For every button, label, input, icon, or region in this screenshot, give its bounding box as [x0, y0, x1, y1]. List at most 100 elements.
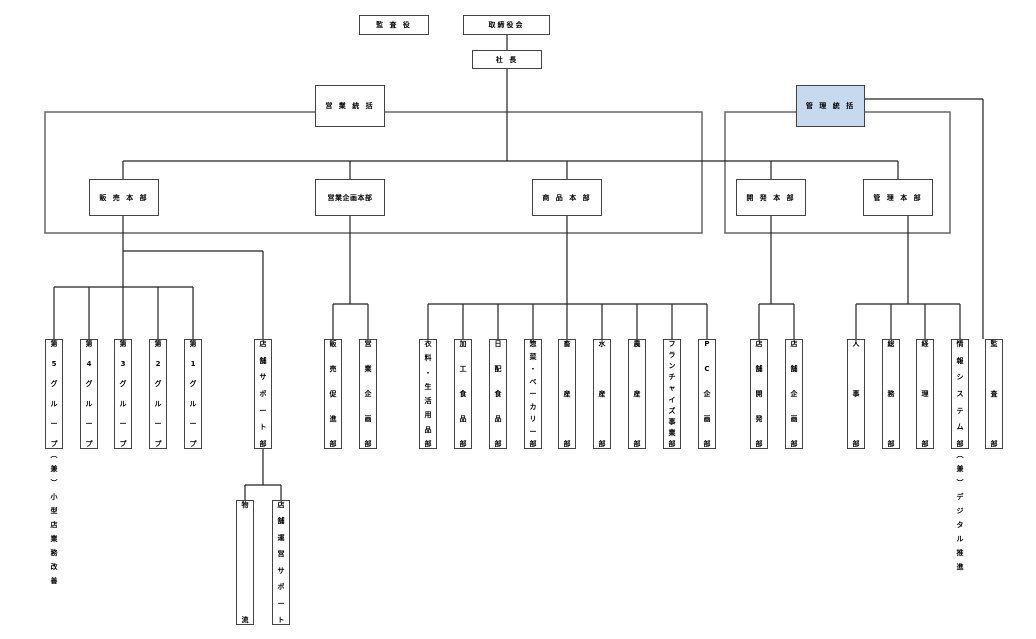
department-char: 部 [956, 439, 964, 448]
department-char: 産 [598, 390, 606, 398]
department-char: 企 [364, 390, 372, 398]
department-box: 販売促進部 [324, 339, 342, 449]
department-char: 発 [755, 415, 763, 423]
department-char: ム [956, 423, 964, 432]
board-box: 取締役会 [463, 15, 550, 35]
department-char: 料 [424, 354, 432, 363]
department-char: ト [277, 615, 285, 624]
department-char: プ [85, 440, 93, 448]
department-char: 舗 [755, 365, 763, 373]
note-group5: ︵兼︶小型店業務改善 [49, 452, 59, 585]
hq-kaihatsu: 開 発 本 部 [736, 179, 806, 216]
department-char: カ [529, 402, 537, 411]
department-char: 第 [50, 340, 58, 348]
department-char: 画 [703, 415, 711, 423]
department-char: 画 [790, 415, 798, 423]
department-box: フランチャイズ事業部 [663, 339, 681, 449]
department-char: 企 [703, 390, 711, 398]
note-char: デ [956, 493, 964, 501]
note-char: ジ [956, 507, 964, 515]
hq-eigyokikaku: 営業企画本部 [315, 179, 385, 216]
department-char: C [704, 365, 710, 373]
department-char: 開 [755, 390, 763, 398]
department-char: ー [529, 427, 537, 436]
department-char: 理 [921, 390, 929, 398]
sales-control-box: 営 業 統 括 [315, 85, 385, 127]
department-char: チ [668, 373, 676, 382]
department-char: ル [50, 400, 58, 408]
department-char: プ [154, 440, 162, 448]
department-char: 食 [459, 390, 467, 398]
department-box: 経理部 [916, 339, 934, 449]
department-char: 部 [790, 440, 798, 448]
department-char: 品 [494, 415, 502, 423]
department-char: 物 [241, 501, 249, 509]
department-char: 部 [755, 440, 763, 448]
department-char: 1 [190, 360, 196, 368]
note-char: 兼 [956, 465, 964, 473]
department-char: 品 [459, 415, 467, 423]
note-char: ︶ [50, 479, 58, 487]
department-char: グ [50, 380, 58, 388]
department-char: 部 [259, 439, 267, 448]
department-char: ー [50, 420, 58, 428]
department-char: 部 [459, 440, 467, 448]
department-box: 水産部 [593, 339, 611, 449]
note-char: ︶ [956, 479, 964, 487]
department-char: 画 [364, 415, 372, 423]
department-char: 惣 [529, 340, 537, 348]
department-char: 営 [364, 340, 372, 348]
department-box: 店舗サポート部 [254, 339, 272, 449]
department-char: 部 [887, 440, 895, 448]
department-char: プ [119, 440, 127, 448]
department-char: 報 [956, 356, 964, 365]
note-char: ︵ [956, 451, 964, 459]
department-char: 流 [241, 616, 249, 624]
department-char: 部 [598, 440, 606, 448]
department-char: ー [154, 420, 162, 428]
department-box: 日配食品部 [489, 339, 507, 449]
department-char: ャ [668, 384, 676, 393]
department-char: 2 [155, 360, 161, 368]
department-box: 人事部 [847, 339, 865, 449]
department-box: 衣料・生活用品部 [419, 339, 437, 449]
note-char: タ [956, 521, 964, 529]
note-char: 善 [50, 577, 58, 585]
department-char: ー [259, 406, 267, 415]
department-char: 5 [51, 360, 57, 368]
department-box: 惣菜・ベーカリー部 [524, 339, 542, 449]
department-char: 日 [494, 340, 502, 348]
department-char: テ [956, 406, 964, 415]
department-char: 総 [887, 340, 895, 348]
department-char: P [704, 340, 710, 348]
note-char: 店 [50, 521, 58, 529]
president-box: 社 長 [472, 50, 542, 69]
department-char: 第 [189, 340, 197, 348]
department-char: 4 [86, 360, 92, 368]
department-char: 店 [755, 340, 763, 348]
department-char: 品 [424, 425, 432, 434]
note-char: 推 [956, 549, 964, 557]
department-char: 産 [563, 390, 571, 398]
department-char: ス [956, 389, 964, 398]
department-char: 部 [921, 440, 929, 448]
department-char: ル [154, 400, 162, 408]
note-info_system: ︵兼︶デジタル推進 [955, 452, 965, 571]
department-char: 運 [277, 533, 285, 542]
department-char: フ [668, 340, 676, 348]
department-char: リ [529, 415, 537, 423]
note-char: 改 [50, 563, 58, 571]
department-char: ー [119, 420, 127, 428]
department-char: ラ [668, 351, 676, 360]
department-char: ル [189, 400, 197, 408]
department-char: サ [277, 566, 285, 575]
department-box: 物流 [236, 500, 254, 625]
department-char: ー [85, 420, 93, 428]
department-char: ル [85, 400, 93, 408]
department-char: 部 [329, 440, 337, 448]
department-char: 用 [424, 411, 432, 420]
